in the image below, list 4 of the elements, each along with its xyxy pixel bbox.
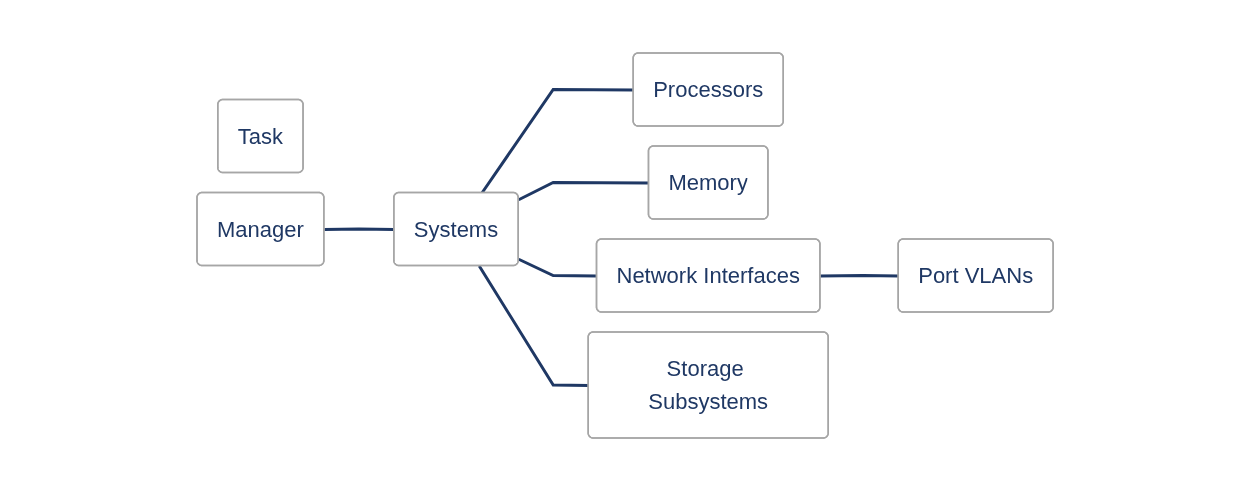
connector [820,273,899,277]
connector [477,264,589,387]
connector [518,257,597,277]
connector [480,87,634,194]
